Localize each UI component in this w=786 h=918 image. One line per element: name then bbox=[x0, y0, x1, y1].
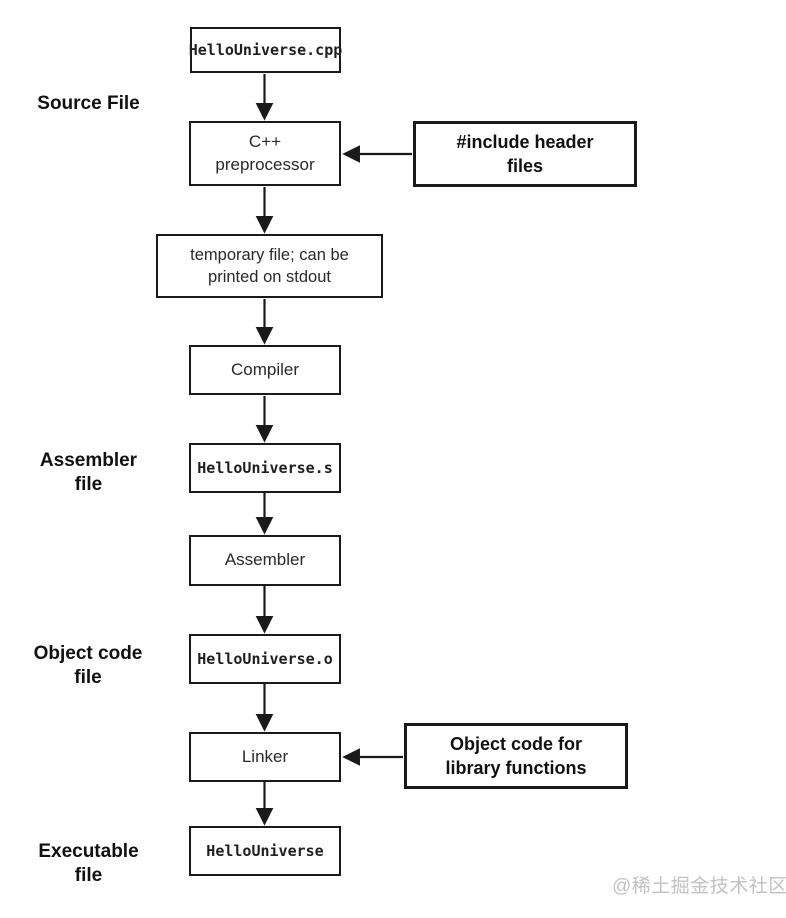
node-object-file: HelloUniverse.o bbox=[189, 634, 341, 684]
node-executable-label: HelloUniverse bbox=[206, 841, 324, 860]
side-label-assembler-file: Assembler file bbox=[16, 449, 161, 498]
side-label-source-file-line1: Source File bbox=[37, 93, 140, 114]
node-preprocessor: C++ preprocessor bbox=[189, 121, 341, 186]
node-assembler-file-label: HelloUniverse.s bbox=[197, 458, 333, 477]
node-temp-file-line2: printed on stdout bbox=[208, 268, 331, 286]
side-label-assembler-file-line2: file bbox=[74, 474, 103, 496]
node-preprocessor-line2: preprocessor bbox=[215, 154, 315, 174]
side-label-executable-file-line2: file bbox=[74, 865, 103, 887]
node-assembler: Assembler bbox=[189, 535, 341, 586]
node-include-headers: #include header files bbox=[413, 121, 637, 187]
node-linker: Linker bbox=[189, 732, 341, 782]
node-compiler: Compiler bbox=[189, 345, 341, 395]
node-include-headers-line1: #include header bbox=[456, 131, 594, 152]
node-include-headers-line2: files bbox=[506, 156, 544, 176]
node-temp-file: temporary file; can be printed on stdout bbox=[156, 234, 383, 298]
side-label-object-code-file-line2: file bbox=[74, 667, 102, 689]
side-label-executable-file: Executable file bbox=[16, 840, 161, 889]
node-source-file: HelloUniverse.cpp bbox=[188, 27, 343, 73]
side-label-executable-file-line1: Executable bbox=[38, 841, 139, 862]
node-preprocessor-line1: C++ bbox=[248, 131, 282, 151]
side-label-source-file: Source File bbox=[16, 92, 161, 116]
node-source-file-label: HelloUniverse.cpp bbox=[188, 40, 343, 59]
node-object-code-library-line1: Object code for bbox=[449, 733, 583, 754]
node-assembler-file: HelloUniverse.s bbox=[189, 443, 341, 493]
node-object-file-label: HelloUniverse.o bbox=[197, 649, 333, 668]
node-temp-file-line1: temporary file; can be bbox=[190, 245, 349, 264]
watermark-text: @稀土掘金技术社区 bbox=[612, 876, 786, 897]
node-object-code-library-line2: library functions bbox=[445, 758, 587, 778]
node-compiler-label: Compiler bbox=[230, 359, 300, 379]
node-assembler-label: Assembler bbox=[224, 550, 306, 570]
side-label-assembler-file-line1: Assembler bbox=[39, 450, 138, 471]
side-label-object-code-file: Object code file bbox=[13, 642, 163, 691]
node-executable: HelloUniverse bbox=[189, 826, 341, 876]
node-object-code-library: Object code for library functions bbox=[404, 723, 628, 789]
node-linker-label: Linker bbox=[241, 746, 289, 766]
side-label-object-code-file-line1: Object code bbox=[33, 643, 143, 664]
